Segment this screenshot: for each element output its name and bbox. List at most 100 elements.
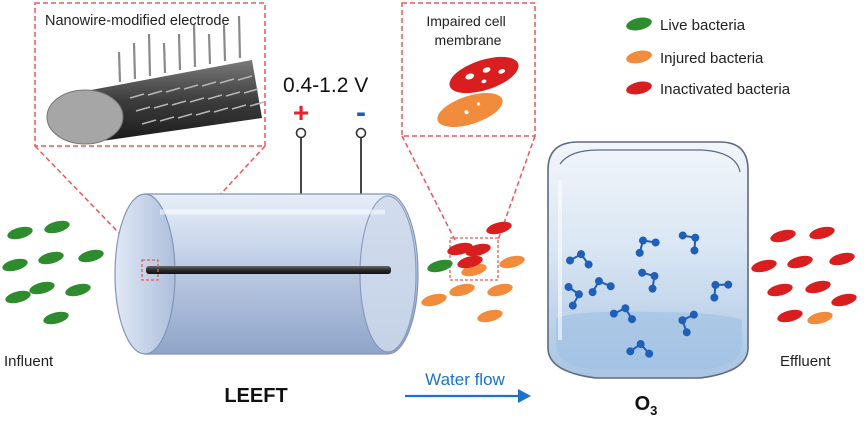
nanowire — [147, 33, 152, 77]
nanowire — [189, 97, 205, 103]
ozone-label: O3 — [635, 393, 658, 418]
nanowire — [207, 33, 212, 65]
ozone-molecule — [564, 283, 583, 310]
legend-swatch-injured — [626, 50, 652, 64]
electrode-inset-label: Nanowire-modified electrode — [45, 13, 230, 29]
bacterium — [486, 221, 512, 235]
bacterium — [767, 283, 793, 297]
legend-swatch-inactivated — [626, 81, 652, 95]
nanowire — [243, 88, 259, 94]
nanowire — [249, 101, 265, 107]
bacterium — [38, 251, 64, 265]
bacterium — [7, 226, 33, 240]
nanowire — [162, 42, 167, 74]
membrane-inset-label: Impaired cell membrane — [426, 13, 509, 48]
bacterium — [499, 255, 525, 269]
nanowire — [225, 91, 241, 97]
bacterium — [2, 258, 28, 272]
effluent-label: Effluent — [780, 353, 831, 370]
ozone-molecule — [588, 277, 615, 297]
membrane-inset-pointer-left — [401, 135, 456, 241]
ozone-molecules — [564, 231, 733, 358]
bacteria-groups — [2, 220, 857, 325]
bacterium — [421, 293, 447, 307]
nanowire — [129, 93, 145, 99]
leeft-electrode-rod — [146, 266, 391, 274]
bacterium — [829, 252, 855, 266]
legend-label-live: Live bacteria — [660, 17, 746, 34]
nanowire — [165, 87, 181, 93]
bacterium — [43, 311, 69, 325]
bacterium — [831, 293, 857, 307]
nanowire — [159, 116, 175, 122]
bacterium — [807, 311, 833, 325]
ozone-molecule — [678, 231, 700, 255]
bacterium — [5, 290, 31, 304]
ozone-molecule — [609, 304, 637, 324]
nanowire — [177, 113, 193, 119]
bacterium — [29, 281, 55, 295]
water-flow-arrow-head — [518, 389, 531, 403]
nanowire — [207, 94, 223, 100]
ozone-molecule — [635, 236, 660, 257]
minus-terminal — [355, 127, 367, 139]
bacterium — [477, 309, 503, 323]
ozone-molecule — [710, 280, 733, 302]
bacterium — [770, 229, 796, 243]
nanowire — [213, 107, 229, 113]
legend: Live bacteria Injured bacteria Inactivat… — [626, 17, 791, 98]
plus-terminal — [295, 127, 307, 139]
leeft-device: LEEFT — [114, 193, 419, 407]
nanowire — [153, 103, 169, 109]
nanowire — [231, 104, 247, 110]
bacterium — [751, 259, 777, 273]
damaged-red-bacterium — [449, 56, 519, 94]
bacterium — [457, 255, 483, 269]
legend-label-injured: Injured bacteria — [660, 50, 764, 67]
nanowire — [192, 24, 197, 68]
leeft-label: LEEFT — [224, 385, 287, 407]
nanowire — [222, 24, 227, 62]
water-flow-label: Water flow — [425, 370, 505, 389]
electrode-inset-pointer-left — [34, 145, 148, 263]
nanowire — [219, 78, 235, 84]
legend-label-inactivated: Inactivated bacteria — [660, 81, 791, 98]
nanowire — [195, 110, 211, 116]
voltage-label: 0.4-1.2 V — [283, 74, 368, 97]
bacterium — [777, 309, 803, 323]
nanowire — [117, 51, 122, 83]
bacterium — [465, 243, 491, 257]
bacterium — [44, 220, 70, 234]
minus-terminal-sign: - — [356, 96, 366, 129]
nanowire — [171, 100, 187, 106]
ozone-tank: O3 — [547, 141, 749, 418]
nanowire — [147, 90, 163, 96]
ozone-molecule — [626, 340, 654, 358]
tank-water-surface — [556, 311, 742, 370]
nanowire — [177, 33, 182, 71]
ozone-molecule — [678, 310, 698, 337]
nanowire — [132, 42, 137, 80]
nanowire — [141, 119, 157, 125]
electrode-cylinder-end — [46, 89, 124, 145]
water-flow-indicator: Water flow — [405, 370, 531, 403]
bacterium — [427, 259, 453, 273]
ozone-molecule — [566, 250, 593, 269]
bacterium — [65, 283, 91, 297]
tank-rim — [559, 149, 741, 173]
bacterium — [487, 283, 513, 297]
bacterium — [449, 283, 475, 297]
nanowire — [183, 84, 199, 90]
legend-swatch-live — [626, 17, 652, 31]
leeft-electrode-hotspot — [141, 259, 159, 281]
plus-terminal-sign: + — [293, 97, 309, 128]
influent-label: Influent — [4, 353, 54, 370]
ozone-molecule — [638, 268, 659, 293]
nanowire — [201, 81, 217, 87]
bacterium — [787, 255, 813, 269]
nanowire — [135, 106, 151, 112]
membrane-inset: Impaired cell membrane — [401, 2, 536, 241]
bacterium — [809, 226, 835, 240]
nanowire — [237, 75, 253, 81]
